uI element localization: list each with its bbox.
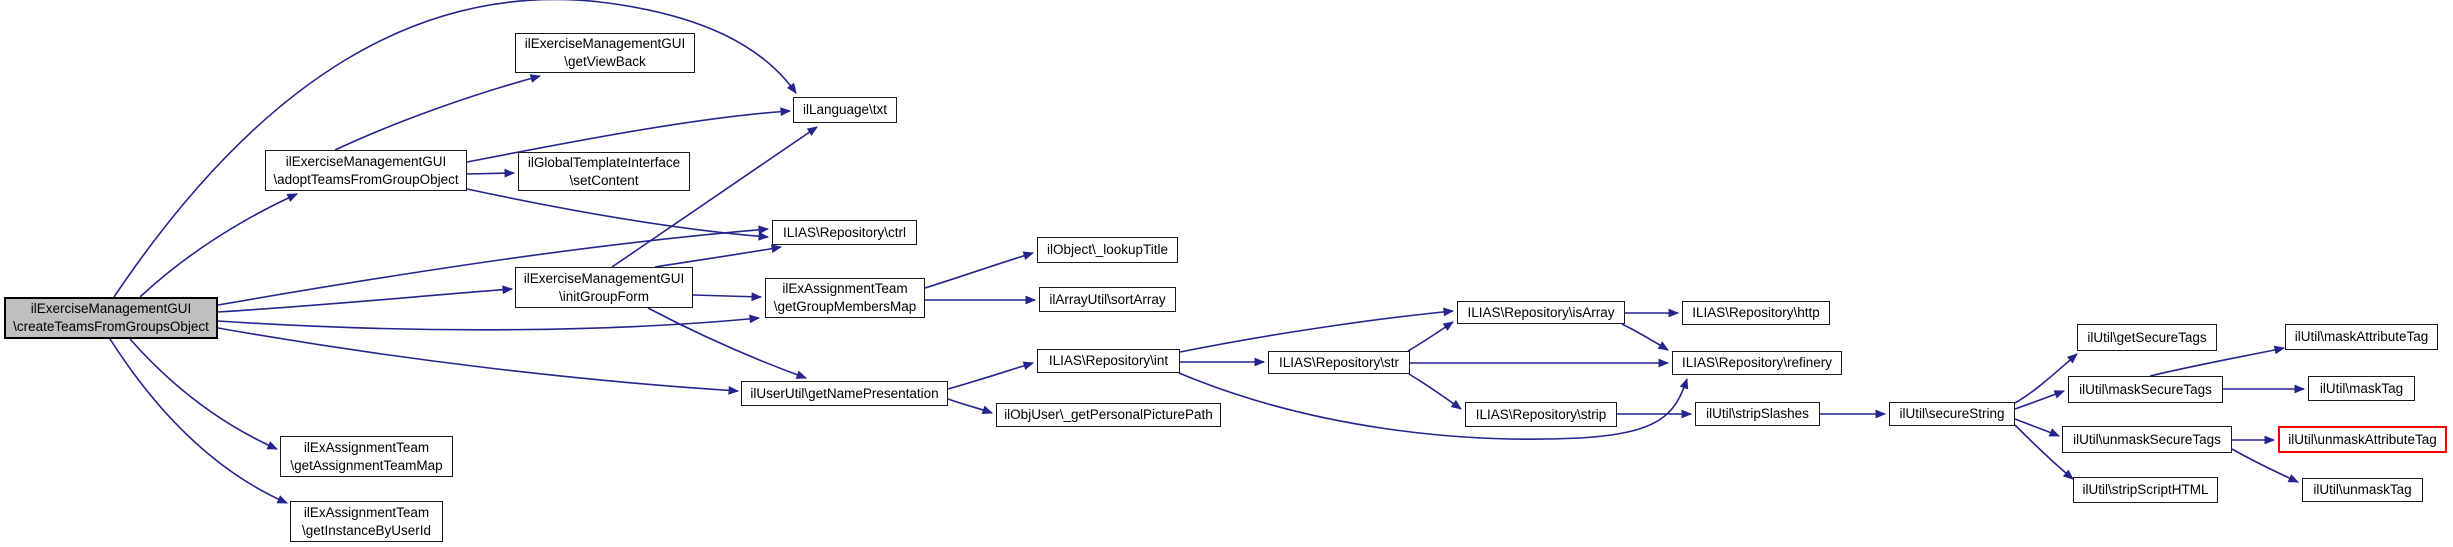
edge-isArray-to-refinery — [1621, 323, 1669, 351]
node-getGroupMembersMap[interactable]: ilExAssignmentTeam \getGroupMembersMap — [765, 278, 925, 318]
edge-adoptTeams-to-setContent — [466, 168, 516, 178]
edge-int-to-isArray — [1179, 307, 1455, 353]
node-getNamePresentation[interactable]: ilUserUtil\getNamePresentation — [741, 381, 948, 406]
edge-adoptTeams-to-ctrl — [466, 188, 770, 241]
edge-secureString-to-getSecureTags — [2014, 353, 2078, 404]
edge-adoptTeams-to-txt — [466, 107, 792, 163]
node-setContent[interactable]: ilGlobalTemplateInterface \setContent — [518, 152, 690, 191]
node-maskAttributeTag[interactable]: ilUtil\maskAttributeTag — [2285, 324, 2438, 350]
node-http[interactable]: ILIAS\Repository\http — [1682, 301, 1830, 325]
edge-maskSecureTags-to-maskAttributeTag — [2149, 345, 2286, 377]
edge-createTeams-to-adoptTeams — [139, 193, 299, 298]
edge-secureString-to-stripScriptHTML — [2014, 424, 2074, 480]
node-secureString[interactable]: ilUtil\secureString — [1889, 402, 2015, 426]
node-createTeamsFromGroupsObject[interactable]: ilExerciseManagementGUI \createTeamsFrom… — [4, 297, 218, 339]
edge-createTeams-to-txt — [113, 0, 797, 298]
edge-createTeams-to-getAssignmentTeamMap — [129, 338, 279, 450]
node-getPersonalPicturePath[interactable]: ilObjUser\_getPersonalPicturePath — [996, 403, 1221, 427]
node-strip[interactable]: ILIAS\Repository\strip — [1465, 402, 1617, 427]
node-adoptTeamsFromGroupObject[interactable]: ilExerciseManagementGUI \adoptTeamsFromG… — [265, 150, 467, 191]
edge-getNamePresentation-to-getPersonalPicturePath — [947, 398, 994, 414]
edge-secureString-to-unmaskSecureTags — [2014, 418, 2061, 437]
edge-str-to-strip — [1408, 373, 1462, 410]
node-unmaskSecureTags[interactable]: ilUtil\unmaskSecureTags — [2062, 426, 2232, 453]
edge-int-to-refinery — [1178, 372, 1689, 440]
edge-createTeams-to-initGroupForm — [217, 285, 514, 313]
edge-initGroupForm-to-getGroupMembersMap — [692, 292, 763, 302]
node-txt[interactable]: ilLanguage\txt — [793, 97, 897, 123]
node-getInstanceByUserId[interactable]: ilExAssignmentTeam \getInstanceByUserId — [290, 501, 443, 542]
edge-initGroupForm-to-getNamePresentation — [647, 307, 808, 379]
node-getViewBack[interactable]: ilExerciseManagementGUI \getViewBack — [515, 33, 695, 73]
node-refinery[interactable]: ILIAS\Repository\refinery — [1672, 351, 1842, 375]
node-getAssignmentTeamMap[interactable]: ilExAssignmentTeam \getAssignmentTeamMap — [280, 436, 453, 477]
node-sortArray[interactable]: ilArrayUtil\sortArray — [1039, 287, 1176, 312]
edge-str-to-isArray — [1407, 321, 1454, 352]
node-lookupTitle[interactable]: ilObject\_lookupTitle — [1037, 237, 1178, 263]
node-initGroupForm[interactable]: ilExerciseManagementGUI \initGroupForm — [515, 267, 693, 308]
node-ctrl[interactable]: ILIAS\Repository\ctrl — [772, 220, 917, 245]
edge-adoptTeams-to-getViewBack — [334, 74, 542, 151]
node-stripScriptHTML[interactable]: ilUtil\stripScriptHTML — [2073, 477, 2218, 503]
node-isArray[interactable]: ILIAS\Repository\isArray — [1457, 301, 1625, 324]
edge-getGroupMembersMap-to-lookupTitle — [924, 251, 1035, 289]
node-unmaskAttributeTag[interactable]: ilUtil\unmaskAttributeTag — [2278, 426, 2447, 453]
node-getSecureTags[interactable]: ilUtil\getSecureTags — [2077, 324, 2217, 351]
node-stripSlashes[interactable]: ilUtil\stripSlashes — [1695, 402, 1820, 426]
node-maskTag[interactable]: ilUtil\maskTag — [2308, 376, 2415, 401]
edge-createTeams-to-ctrl — [217, 225, 770, 306]
edge-secureString-to-maskSecureTags — [2014, 390, 2066, 410]
edge-createTeams-to-getGroupMembersMap — [217, 314, 761, 331]
edge-initGroupForm-to-ctrl — [654, 244, 783, 268]
node-int[interactable]: ILIAS\Repository\int — [1037, 349, 1180, 373]
node-maskSecureTags[interactable]: ilUtil\maskSecureTags — [2068, 376, 2223, 403]
node-unmaskTag[interactable]: ilUtil\unmaskTag — [2302, 478, 2423, 502]
node-str[interactable]: ILIAS\Repository\str — [1268, 351, 1410, 374]
edge-getNamePresentation-to-int — [947, 361, 1035, 390]
edge-createTeams-to-getNamePresentation — [217, 327, 740, 395]
edge-createTeams-to-getInstanceByUserId — [109, 338, 289, 504]
edge-initGroupForm-to-txt — [611, 126, 818, 268]
edge-unmaskSecureTags-to-unmaskTag — [2231, 448, 2300, 483]
